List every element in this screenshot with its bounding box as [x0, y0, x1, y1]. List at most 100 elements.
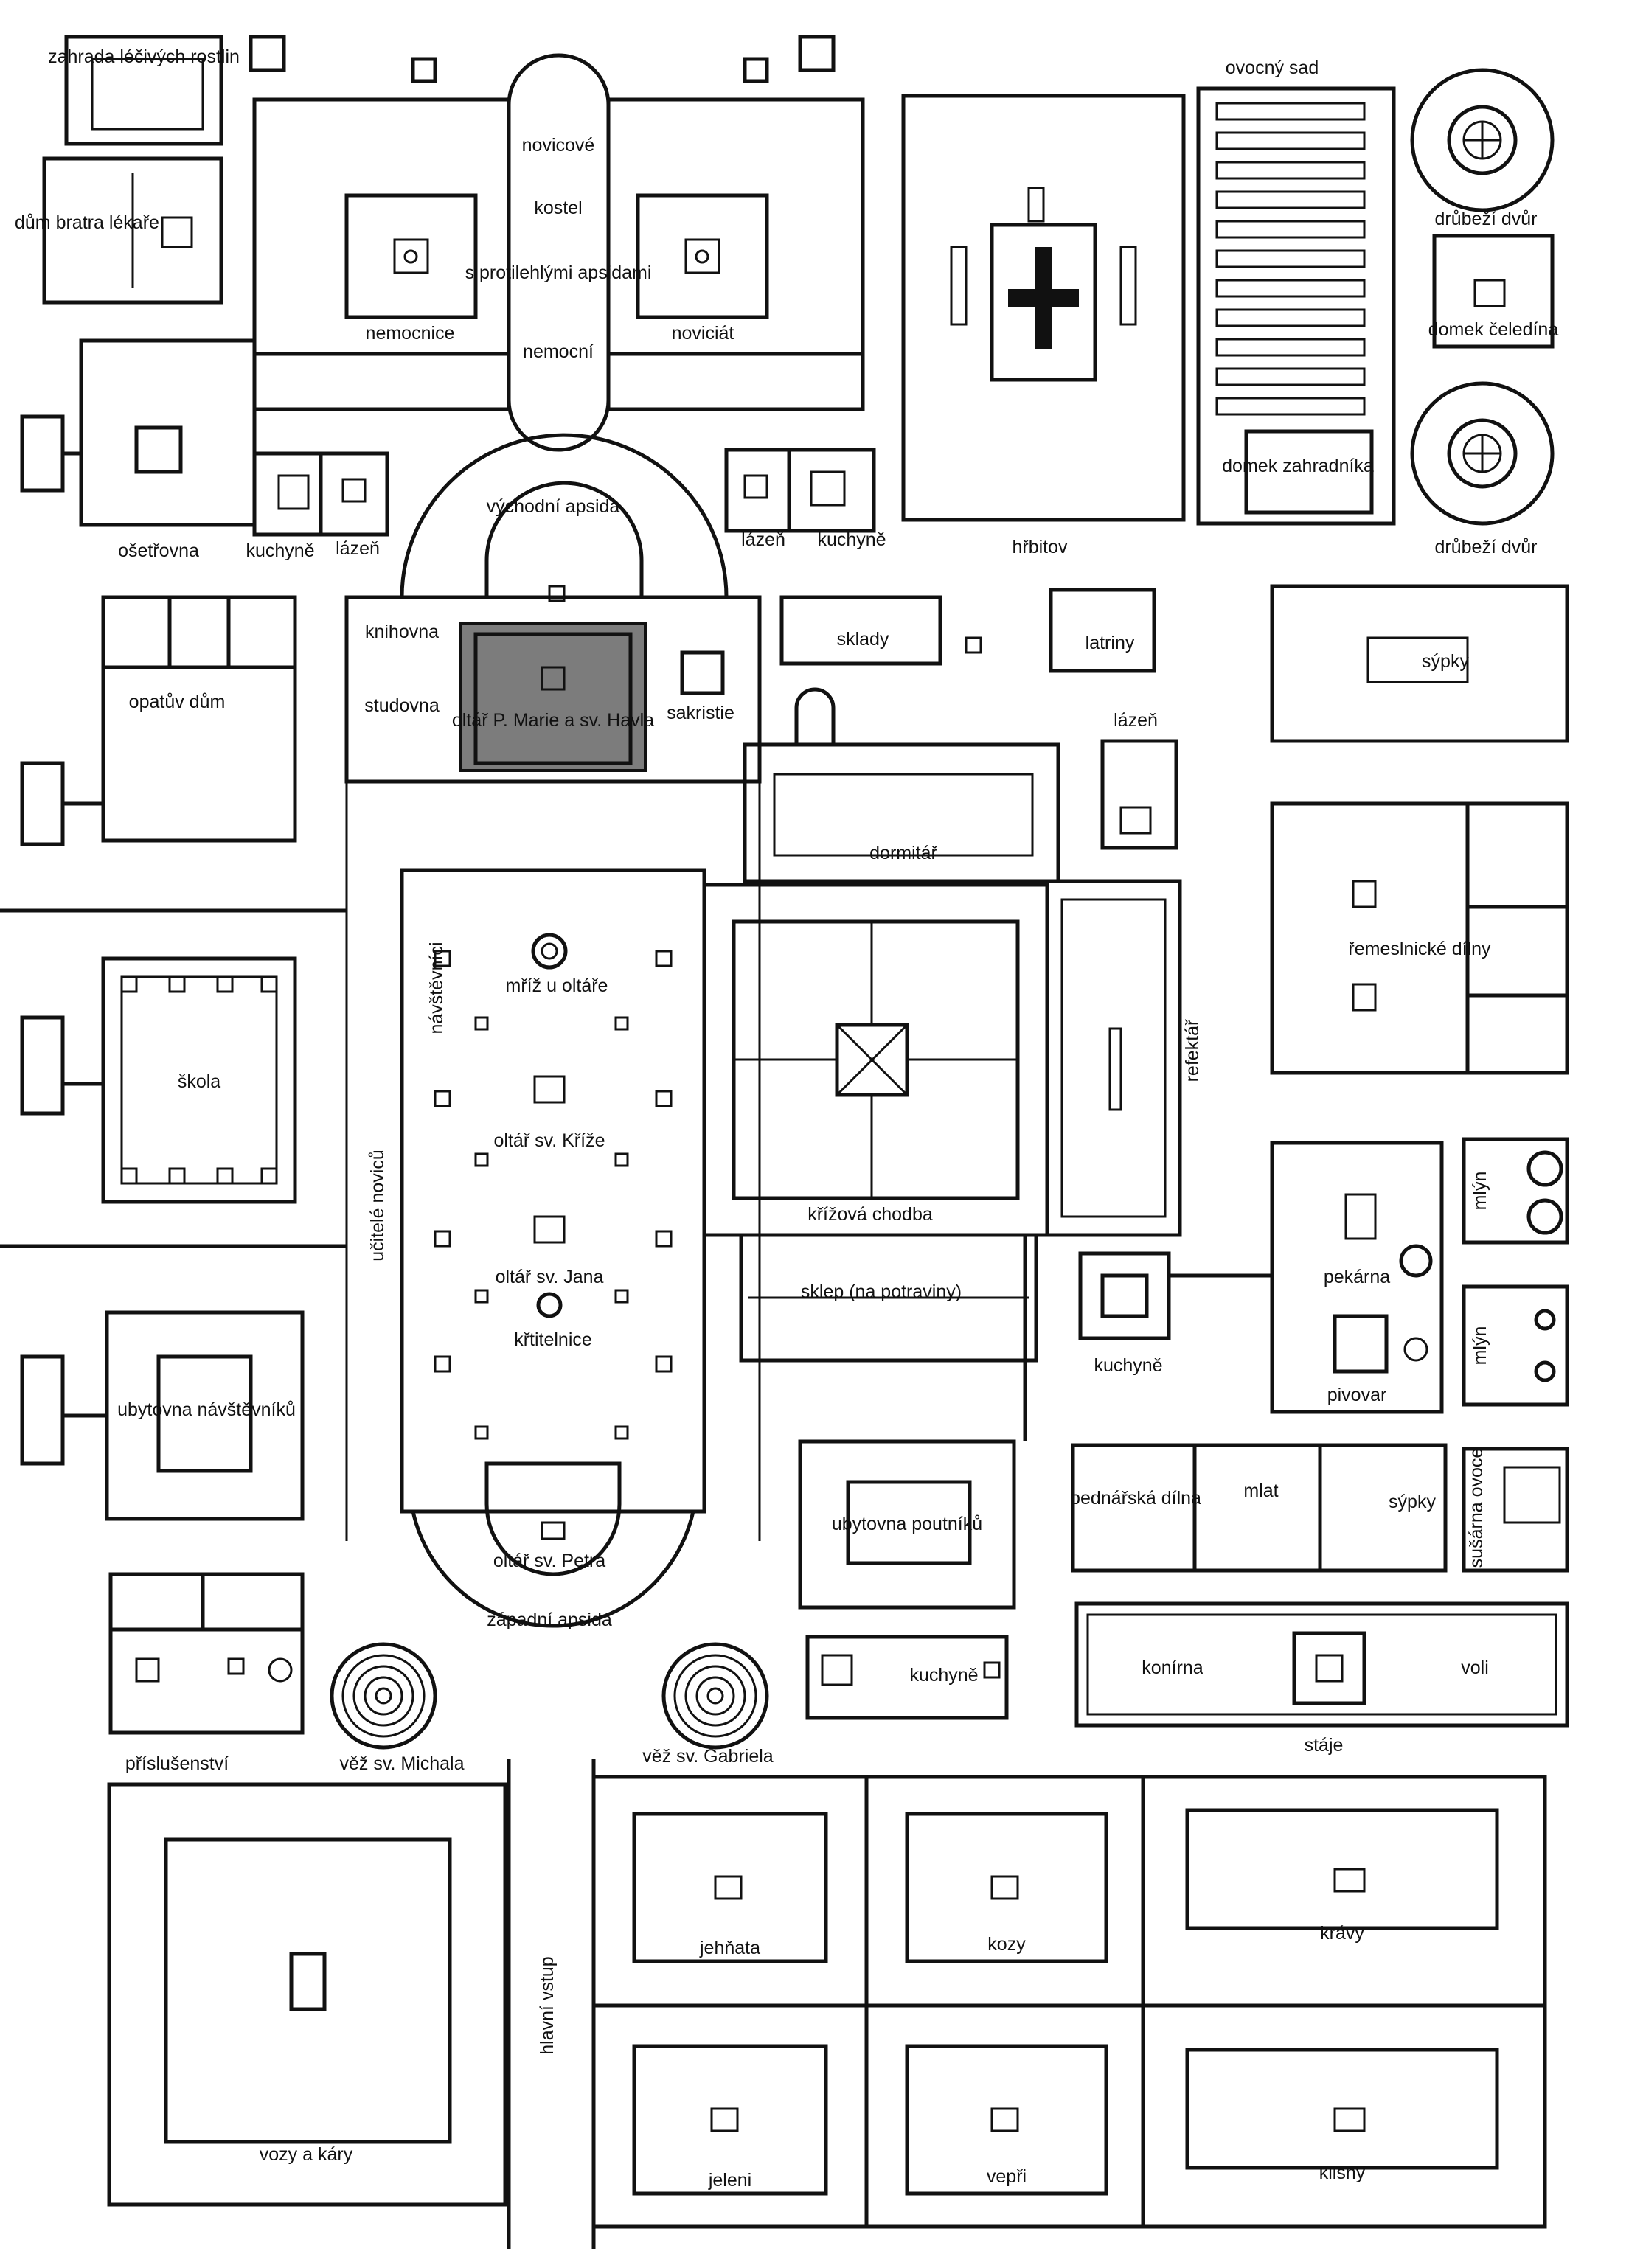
label-kuchyne-mid: kuchyně	[1094, 1355, 1162, 1376]
cloister	[702, 883, 1049, 1237]
poultry-yard-1	[1410, 68, 1555, 212]
herb-garden	[64, 35, 223, 146]
label-kuchyne-s: kuchyně	[909, 1665, 978, 1686]
school	[20, 956, 297, 1204]
label-refektar: refektář	[1182, 1019, 1203, 1082]
cellar	[739, 1233, 1038, 1363]
label-konirna: konírna	[1142, 1657, 1203, 1678]
infirmary-bath	[20, 338, 257, 527]
poultry-yard-2	[1410, 381, 1555, 526]
label-drubezi-dvur-1: drůbeží dvůr	[1435, 209, 1538, 229]
tower-st-gabriel	[661, 1642, 769, 1750]
label-susarna-ovoce: sušárna ovoce	[1466, 1448, 1487, 1568]
label-s-protilehlymi: s protilehlými apsidami	[465, 262, 652, 283]
label-zahrada: zahrada léčivých rostlin	[48, 46, 240, 67]
label-oltar-petra: oltář sv. Petra	[493, 1551, 605, 1571]
label-lazen-nw: lázeň	[336, 538, 380, 559]
label-sakristie: sakristie	[667, 703, 734, 723]
label-voli: voli	[1461, 1657, 1489, 1678]
mills	[1462, 1137, 1569, 1407]
label-vychodni-apsida: východní apsida	[487, 496, 620, 517]
kitchen-east	[1078, 1251, 1272, 1340]
label-sklady: sklady	[837, 629, 889, 650]
physician-house	[42, 156, 223, 305]
label-domek-celedina: domek čeledína	[1428, 319, 1559, 340]
label-dormitar: dormitář	[869, 843, 937, 863]
kitchen-bath-nw	[252, 451, 389, 537]
label-nemocnice: nemocnice	[366, 323, 455, 344]
label-vez-gabriela: věž sv. Gabriela	[642, 1746, 773, 1767]
label-oltar-jana: oltář sv. Jana	[496, 1267, 604, 1287]
wagon-shed	[107, 1782, 507, 2207]
label-navstevnici: návštěvníci	[426, 942, 447, 1034]
label-mlat: mlat	[1243, 1481, 1278, 1501]
label-vozy-a-kary: vozy a káry	[260, 2144, 353, 2165]
label-osetrovna: ošetřovna	[118, 540, 199, 561]
abbot-house	[20, 595, 297, 846]
granary-top	[1270, 584, 1569, 743]
label-zapadni-apsida: západní apsida	[487, 1610, 612, 1630]
label-pekarna: pekárna	[1324, 1267, 1390, 1287]
label-lazen-e: lázeň	[1114, 710, 1158, 731]
label-kuchyne-nw: kuchyně	[246, 540, 314, 561]
label-sklep: sklep (na potraviny)	[801, 1281, 962, 1302]
label-vepri: vepři	[987, 2166, 1027, 2187]
label-kravy: krávy	[1320, 1923, 1364, 1944]
label-ubytovna-poutniku: ubytovna poutníků	[832, 1514, 982, 1534]
label-kuchyne-ne: kuchyně	[817, 529, 886, 550]
latrines	[1049, 588, 1178, 850]
orchard	[1196, 86, 1396, 526]
label-studovna: studovna	[364, 695, 440, 716]
label-mriz: mříž u oltáře	[506, 975, 608, 996]
label-lazen-ne: lázeň	[741, 529, 785, 550]
label-mlyn-1: mlýn	[1470, 1172, 1490, 1211]
label-hrbitov: hřbitov	[1012, 537, 1068, 557]
tower-st-michael	[330, 1642, 437, 1750]
label-nemocni: nemocní	[523, 341, 594, 362]
workshops	[1270, 801, 1569, 1075]
label-novicove: novicové	[522, 135, 595, 156]
label-jeleni: jeleni	[708, 2170, 751, 2191]
label-bednarska-dilna: bednářská dílna	[1070, 1488, 1201, 1509]
label-staje: stáje	[1305, 1735, 1344, 1756]
boundary-walls	[0, 908, 1027, 2249]
hospital-novitiate-block	[249, 35, 865, 452]
refectory	[1045, 879, 1182, 1237]
stables	[1074, 1601, 1569, 1728]
pilgrim-kitchen	[805, 1635, 1009, 1720]
label-opatuv-dum: opatův dům	[129, 692, 226, 712]
label-sypky-top: sýpky	[1422, 651, 1469, 672]
label-hlavni-vstup: hlavní vstup	[537, 1956, 558, 2054]
label-mlyn-2: mlýn	[1470, 1326, 1490, 1366]
cemetery	[901, 94, 1186, 522]
guest-house	[20, 1310, 305, 1521]
label-latriny: latriny	[1086, 633, 1135, 653]
pilgrim-hostel	[798, 1439, 1016, 1610]
church	[344, 433, 762, 1628]
kitchen-bath-ne	[724, 448, 876, 533]
label-klisny: klisny	[1319, 2163, 1366, 2183]
label-sypky-mid: sýpky	[1389, 1492, 1436, 1512]
label-noviciat: noviciát	[672, 323, 734, 344]
label-remeslnicke-dilny: řemeslnické dílny	[1348, 939, 1491, 959]
label-prislusenstvi: příslušenství	[125, 1753, 229, 1774]
label-vez-michala: věž sv. Michala	[339, 1753, 464, 1774]
plan-labels: zahrada léčivých rostlin dům bratra léka…	[15, 46, 1558, 2191]
label-kostel: kostel	[534, 198, 582, 218]
label-jehnata: jehňata	[699, 1938, 760, 1958]
storerooms	[779, 595, 982, 666]
label-krizova-chodba: křížová chodba	[807, 1204, 933, 1225]
outbuildings	[108, 1572, 305, 1735]
dormitory	[743, 687, 1060, 883]
label-ovocny-sad: ovocný sad	[1226, 58, 1319, 78]
servant-house	[1432, 234, 1555, 349]
label-dum-lekare: dům bratra lékaře	[15, 212, 159, 233]
label-knihovna: knihovna	[365, 622, 439, 642]
label-kozy: kozy	[987, 1934, 1026, 1955]
label-ubytovna-navstevniku: ubytovna návštěvníků	[117, 1399, 296, 1420]
livestock-pens	[591, 1775, 1547, 2229]
label-ucitele-novicu: učitelé noviců	[367, 1149, 388, 1261]
cooperage-threshing	[1071, 1443, 1569, 1573]
label-krtitelnice: křtitelnice	[514, 1329, 592, 1350]
